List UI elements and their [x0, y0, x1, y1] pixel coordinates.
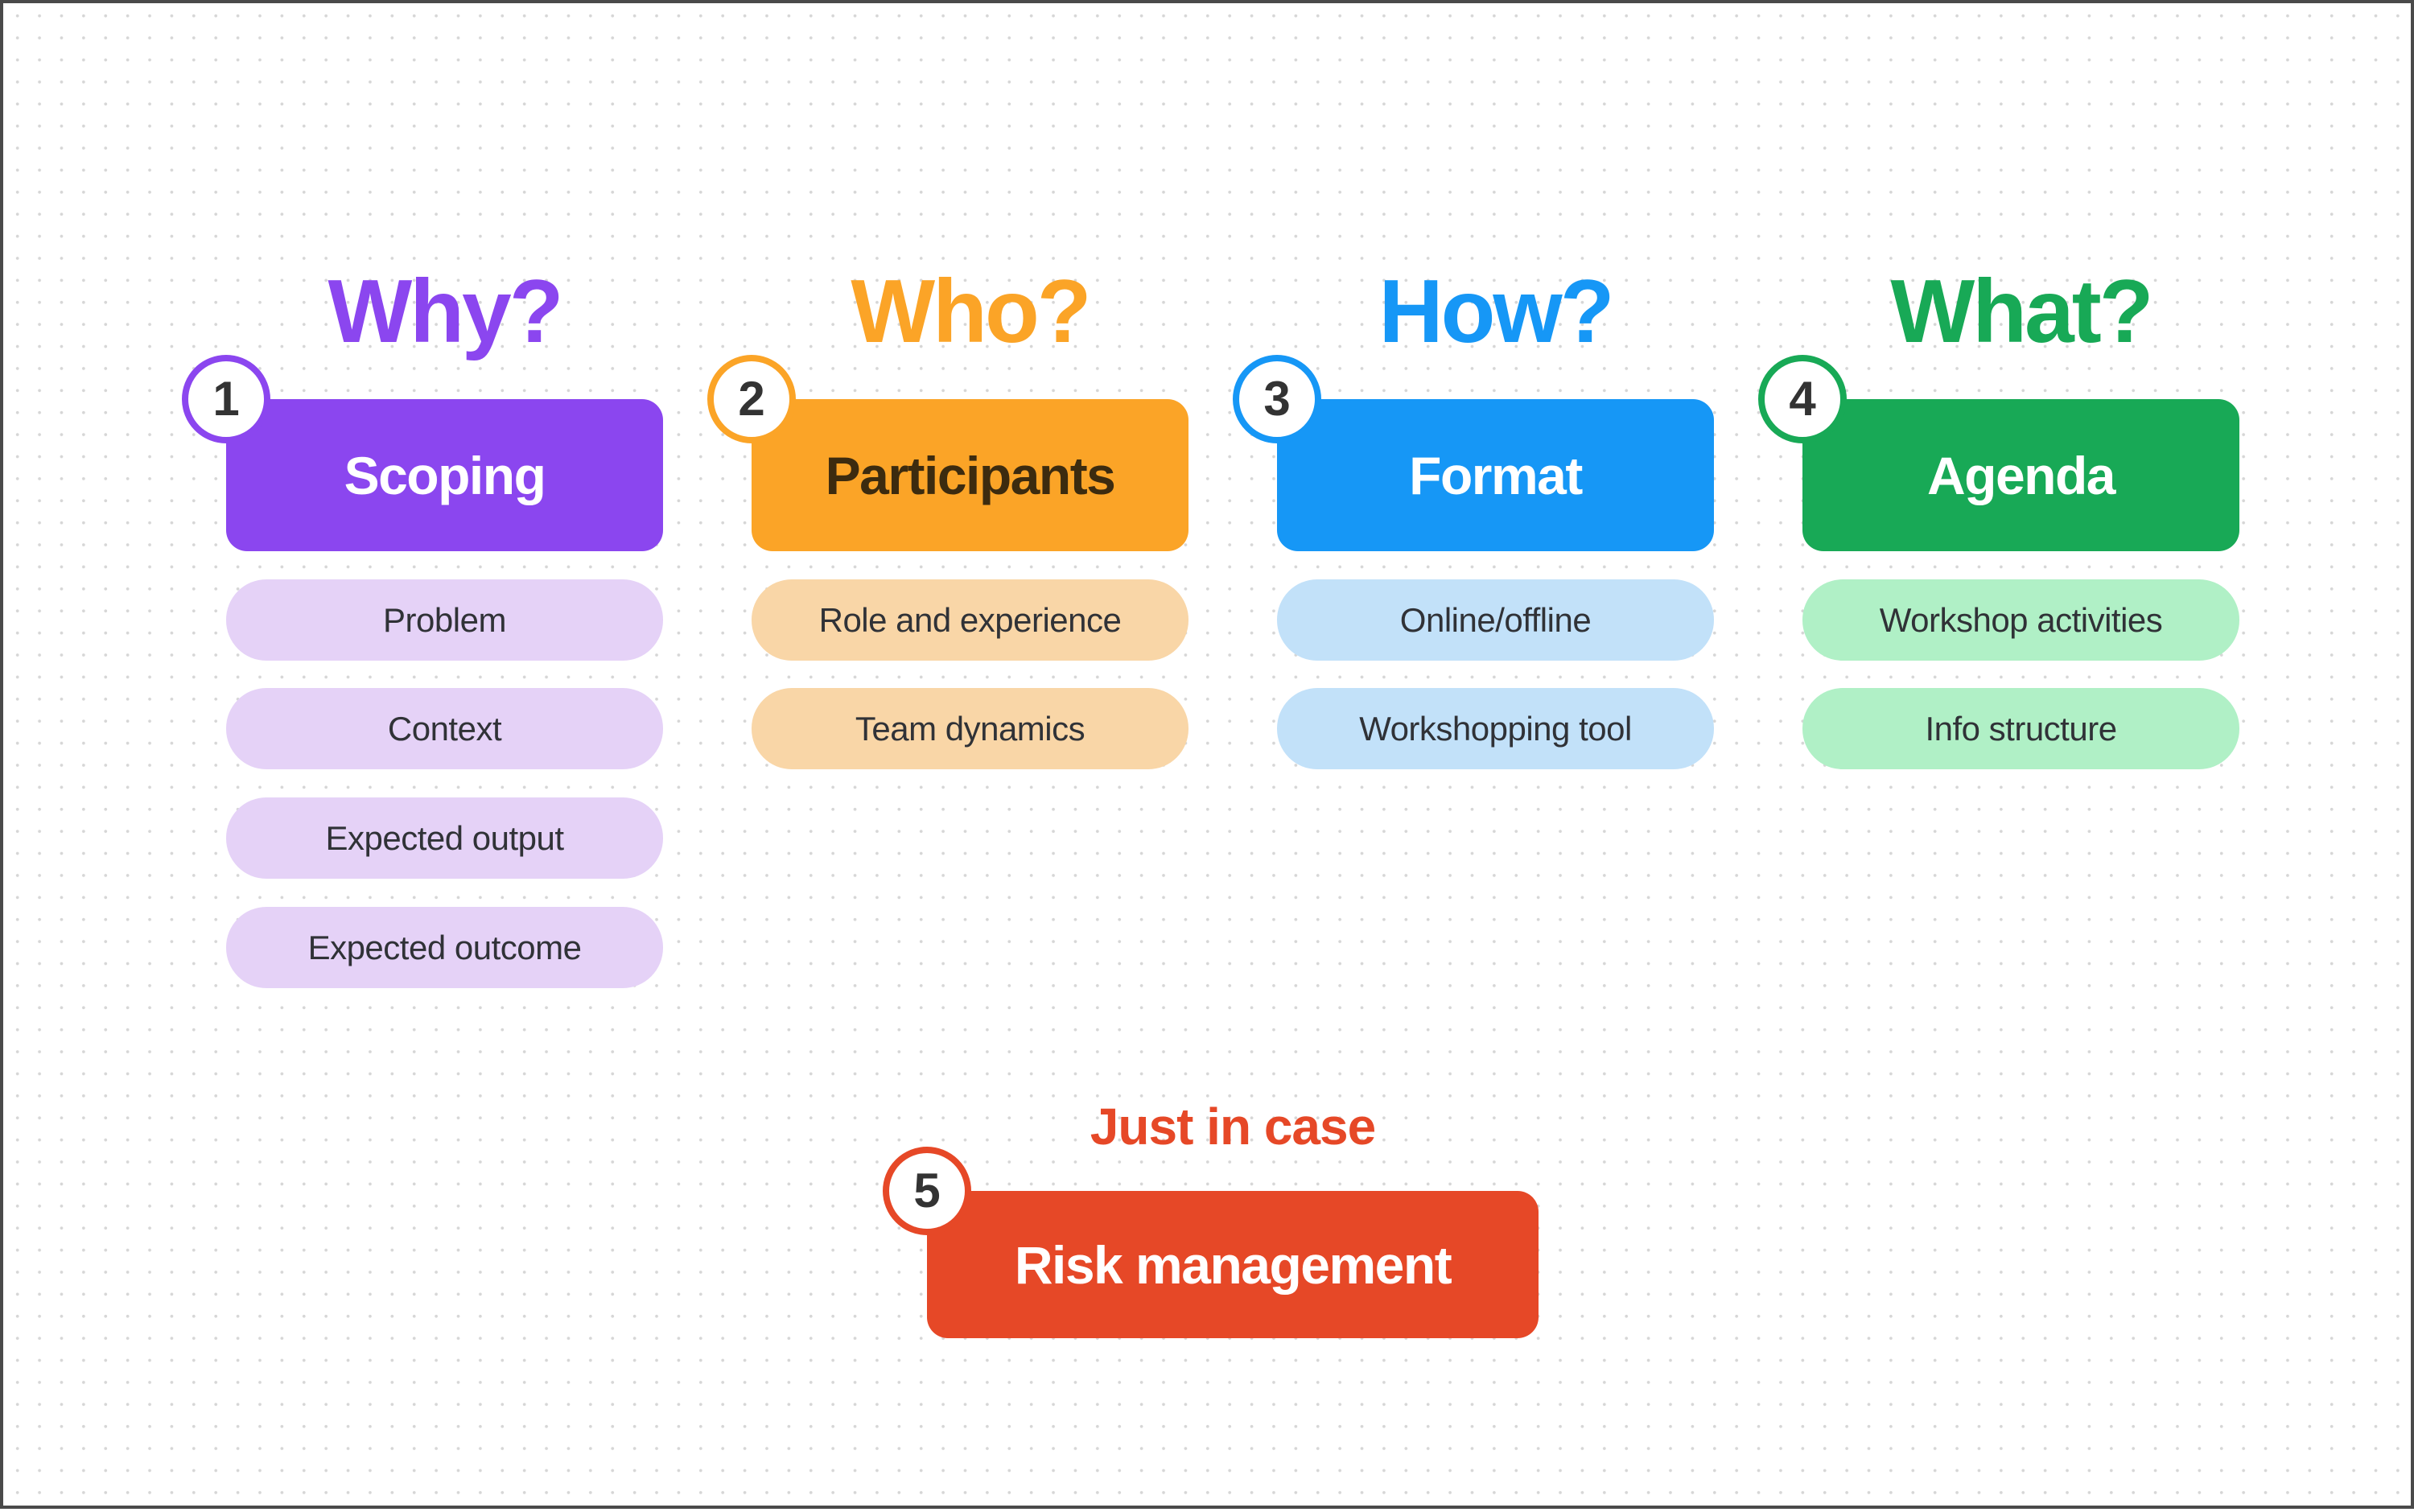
box-participants: Participants [752, 399, 1188, 551]
step-number-5: 5 [913, 1164, 941, 1217]
box-risk-management: Risk management [927, 1191, 1539, 1338]
pill-online-offline: Online/offline [1277, 579, 1714, 661]
box-format: Format [1277, 399, 1714, 551]
pill-workshop-activities: Workshop activities [1802, 579, 2239, 661]
box-agenda: Agenda [1802, 399, 2239, 551]
column-what: What? 4 Agenda Workshop activities Info … [1758, 3, 2239, 1512]
pill-expected-output: Expected output [226, 797, 663, 879]
footer-title-just-in-case: Just in case [1090, 1098, 1376, 1156]
pill-problem: Problem [226, 579, 663, 661]
pill-expected-outcome: Expected outcome [226, 907, 663, 988]
pill-team-dynamics: Team dynamics [752, 688, 1188, 769]
step-number-3: 3 [1263, 372, 1291, 426]
step-number-4: 4 [1789, 372, 1816, 426]
step-badge-2: 2 [707, 355, 796, 443]
column-who: Who? 2 Participants Role and experience … [707, 3, 1188, 1512]
column-title-why: Why? [327, 262, 563, 361]
step-badge-4: 4 [1758, 355, 1847, 443]
column-title-what: What? [1890, 262, 2153, 361]
pill-context: Context [226, 688, 663, 769]
pill-role-and-experience: Role and experience [752, 579, 1188, 661]
step-number-1: 1 [212, 372, 240, 426]
column-title-how: How? [1378, 262, 1614, 361]
step-badge-5: 5 [883, 1147, 971, 1235]
step-badge-3: 3 [1233, 355, 1321, 443]
box-scoping: Scoping [226, 399, 663, 551]
column-why: Why? 1 Scoping Problem Context Expected … [182, 3, 663, 1512]
column-how: How? 3 Format Online/offline Workshoppin… [1233, 3, 1714, 1512]
step-badge-1: 1 [182, 355, 270, 443]
pill-workshopping-tool: Workshopping tool [1277, 688, 1714, 769]
pill-info-structure: Info structure [1802, 688, 2239, 769]
column-title-who: Who? [851, 262, 1091, 361]
step-number-2: 2 [738, 372, 765, 426]
